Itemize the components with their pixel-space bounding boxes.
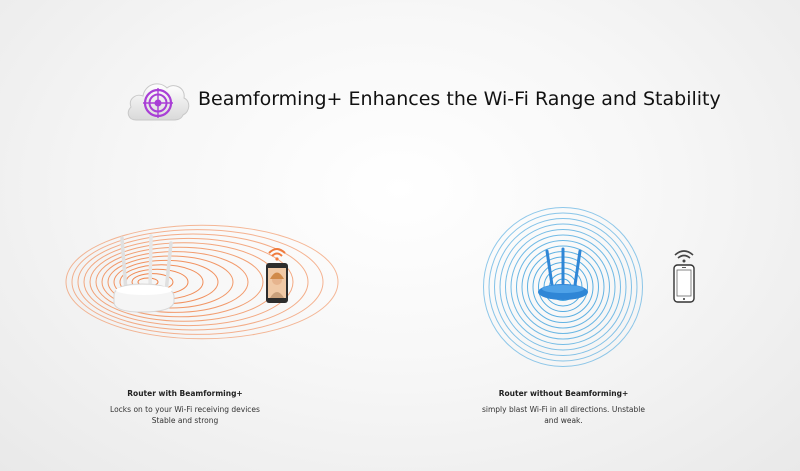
caption-title: Router with Beamforming+ <box>127 389 243 398</box>
caption-title: Router without Beamforming+ <box>498 389 629 398</box>
router-icon <box>113 234 175 313</box>
blue-wave-ring <box>483 207 643 367</box>
target-cloud-icon <box>127 83 190 121</box>
orange-wave-ring <box>89 242 279 322</box>
blue-wave-ring <box>499 223 627 351</box>
blue-wave-ring <box>521 245 605 329</box>
blue-wave-ring <box>488 212 638 362</box>
orange-wave-ring <box>71 229 324 335</box>
orange-wave-ring <box>65 224 339 340</box>
caption-without-beamforming: Router without Beamforming+ simply blast… <box>476 389 651 426</box>
caption-description: simply blast Wi-Fi in all directions. Un… <box>482 405 645 425</box>
orange-beam-waves <box>65 224 339 340</box>
caption-description: Locks on to your Wi-Fi receiving devices… <box>110 405 260 425</box>
blue-wave-ring <box>494 218 632 356</box>
orange-wave-ring <box>95 246 264 318</box>
orange-wave-ring <box>101 251 249 313</box>
smartphone-icon <box>673 264 695 303</box>
blue-wave-ring <box>510 234 616 340</box>
orange-wave-ring <box>83 237 294 327</box>
caption-with-beamforming: Router with Beamforming+ Locks on to you… <box>100 389 270 426</box>
wifi-signal-icon <box>268 248 286 261</box>
blue-wave-ring <box>516 240 610 334</box>
page-title: Beamforming+ Enhances the Wi-Fi Range an… <box>198 88 721 110</box>
blue-wave-ring <box>505 229 621 345</box>
wifi-signal-icon <box>674 250 694 263</box>
router-icon <box>538 247 588 300</box>
orange-wave-ring <box>77 233 309 331</box>
feature-header: Beamforming+ Enhances the Wi-Fi Range an… <box>126 74 721 124</box>
smartphone-icon <box>266 263 288 303</box>
